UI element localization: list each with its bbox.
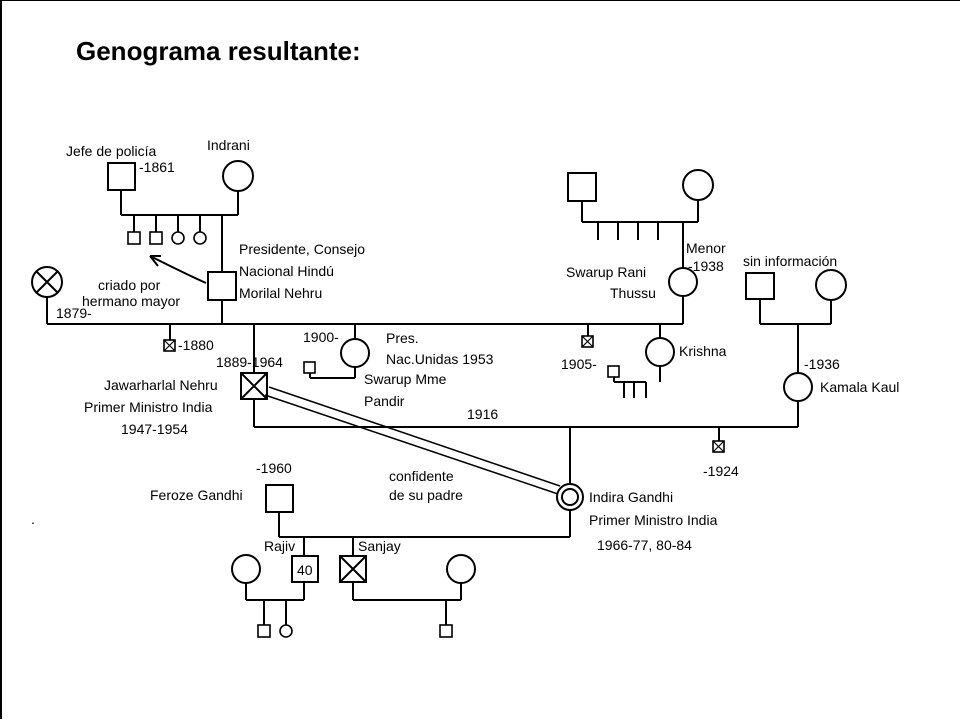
label-menor: Menor bbox=[686, 240, 726, 256]
label-presidente-2: Nacional Hindú bbox=[239, 263, 334, 279]
label-indrani: Indrani bbox=[207, 137, 250, 153]
parents-line-top-right bbox=[581, 200, 699, 223]
label-dot: . bbox=[31, 511, 35, 527]
label-presidente-3: Morilal Nehru bbox=[239, 285, 322, 301]
label-jn-3: 1947-1954 bbox=[121, 421, 188, 437]
swarup-mother-female bbox=[682, 169, 714, 201]
label-krishna: Krishna bbox=[679, 343, 727, 359]
indira-gandhi-inner bbox=[561, 488, 579, 506]
krishna-children bbox=[613, 366, 661, 398]
label-1880: -1880 bbox=[178, 337, 214, 353]
label-indira-1: Indira Gandhi bbox=[589, 489, 673, 505]
cross-1905 bbox=[581, 335, 594, 348]
label-swarup-rani-2: Thussu bbox=[610, 285, 656, 301]
label-1879: 1879- bbox=[56, 305, 92, 321]
raised-by-arrowhead bbox=[149, 255, 161, 267]
label-criado-2: hermano mayor bbox=[82, 293, 180, 309]
kamala-mother-female bbox=[815, 269, 847, 301]
swarup-father-male bbox=[567, 172, 597, 202]
label-presidente-1: Presidente, Consejo bbox=[239, 241, 365, 257]
sanjay-child-male bbox=[439, 624, 453, 638]
label-1900: 1900- bbox=[303, 329, 339, 345]
label-indira-3: 1966-77, 80-84 bbox=[597, 537, 692, 553]
label-1861: -1861 bbox=[139, 159, 175, 175]
children-drops-top-right bbox=[597, 222, 684, 268]
label-pres-1: Pres. bbox=[386, 330, 419, 346]
label-confidente-1: confidente bbox=[389, 468, 454, 484]
label-kamala: Kamala Kaul bbox=[820, 379, 899, 395]
morilal-nehru-male bbox=[207, 271, 237, 301]
confidant-line-1 bbox=[264, 394, 559, 495]
pres-unidas-child-male bbox=[303, 361, 316, 374]
jefe-policia-male bbox=[107, 162, 136, 191]
feroze-indira-marriage bbox=[278, 510, 571, 538]
label-1924: -1924 bbox=[703, 463, 739, 479]
jawaharlal-kamala-marriage bbox=[253, 399, 799, 428]
parents-line-top-left bbox=[120, 190, 239, 216]
label-jn-1: Jawarharlal Nehru bbox=[104, 377, 218, 393]
label-rajiv: Rajiv bbox=[264, 538, 295, 554]
label-rajiv-age: 40 bbox=[297, 562, 313, 578]
feroze-gandhi-male bbox=[265, 484, 294, 513]
sibling-male-2 bbox=[149, 231, 163, 245]
label-feroze: Feroze Gandhi bbox=[150, 487, 243, 503]
label-1938: -1938 bbox=[688, 258, 724, 274]
raised-by-arrow bbox=[149, 255, 207, 284]
label-pres-2: Nac.Unidas 1953 bbox=[386, 351, 494, 367]
label-indira-2: Primer Ministro India bbox=[589, 512, 718, 528]
sibling-female-2 bbox=[193, 231, 207, 245]
kamala-kaul-female bbox=[783, 372, 813, 402]
sanjay-marriage bbox=[352, 582, 462, 625]
label-1960: -1960 bbox=[256, 460, 292, 476]
kamala-father-male bbox=[745, 272, 775, 300]
label-swarup-mme-2: Pandir bbox=[364, 393, 405, 409]
indrani-female bbox=[222, 160, 254, 192]
krishna-child-male bbox=[607, 365, 620, 378]
pres-unidas-female bbox=[340, 338, 370, 368]
label-sin-info: sin información bbox=[743, 253, 837, 269]
parents-line-far-right bbox=[759, 299, 832, 373]
label-1905: 1905- bbox=[561, 356, 597, 372]
rajiv-marriage bbox=[245, 582, 305, 625]
main-marriage-line bbox=[46, 297, 683, 325]
label-criado-1: criado por bbox=[98, 277, 161, 293]
jawaharlal-cross bbox=[240, 372, 268, 400]
label-jn-2: Primer Ministro India bbox=[84, 399, 213, 415]
sibling-female-1 bbox=[171, 231, 185, 245]
rajiv-child-female bbox=[279, 624, 293, 638]
label-swarup-rani-1: Swarup Rani bbox=[566, 264, 646, 280]
rajiv-child-male bbox=[257, 624, 271, 638]
cross-1880 bbox=[163, 339, 176, 352]
krishna-female bbox=[645, 337, 675, 367]
label-sanjay: Sanjay bbox=[358, 538, 401, 554]
label-1916: 1916 bbox=[467, 406, 498, 422]
page-title: Genograma resultante: bbox=[76, 36, 361, 66]
label-jefe-policia: Jefe de policía bbox=[66, 143, 156, 159]
sanjay-cross bbox=[339, 555, 367, 583]
label-1936: -1936 bbox=[804, 356, 840, 372]
label-1889-1964: 1889-1964 bbox=[216, 354, 283, 370]
label-confidente-2: de su padre bbox=[389, 487, 463, 503]
children-drops-top-left bbox=[133, 215, 223, 272]
confidant-line-2 bbox=[268, 386, 561, 487]
sanjay-wife-female bbox=[446, 554, 476, 584]
rajiv-wife-female bbox=[231, 554, 261, 584]
cross-1924 bbox=[712, 440, 725, 453]
pres-unidas-children bbox=[309, 367, 356, 379]
sibling-male-1 bbox=[127, 231, 141, 245]
label-swarup-mme-1: Swarup Mme bbox=[364, 371, 447, 387]
first-wife-cross bbox=[36, 271, 58, 293]
